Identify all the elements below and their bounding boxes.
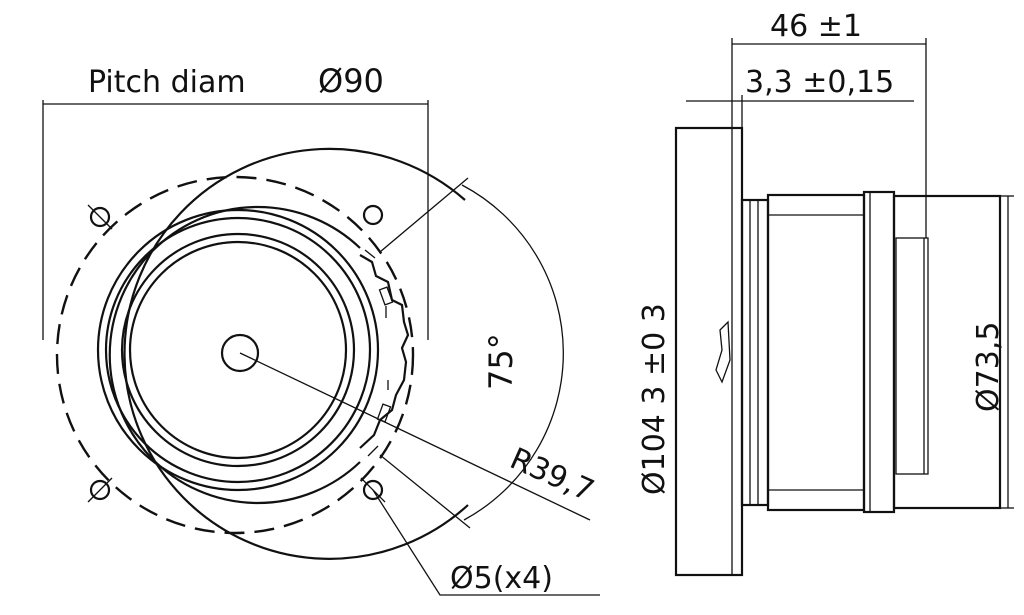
mounting-hole-top-right — [362, 204, 384, 226]
flange-outline — [123, 147, 469, 560]
pitch-circle — [55, 175, 415, 535]
body-diam-label: Ø73,5 — [971, 322, 1006, 412]
body-diam-dimension — [1000, 195, 1014, 509]
side-view: 46 ±1 3,3 ±0,15 Ø104 3 ±0 3 Ø73,5 — [637, 9, 1014, 577]
depth-dimension — [731, 38, 927, 238]
motor-body — [766, 193, 866, 512]
center-cap — [220, 333, 260, 373]
mounting-hole-top-left — [87, 204, 113, 230]
terminal-notch-inner — [364, 249, 379, 457]
cone-inner — [128, 240, 348, 460]
flange-diam-label: Ø104 3 ±0 3 — [637, 303, 672, 495]
thickness-dimension — [686, 95, 914, 200]
radius-leader — [239, 352, 591, 521]
rear-ring — [862, 190, 896, 514]
radius-label: R39,7 — [505, 441, 599, 509]
angle-label: 75° — [482, 333, 520, 390]
terminal-notch — [359, 254, 410, 449]
hole-leader — [372, 489, 600, 596]
terminal-top — [378, 286, 394, 306]
hole-label: Ø5(x4) — [450, 561, 553, 596]
pitch-diam-label: Pitch diam — [88, 65, 246, 100]
side-terminal — [715, 320, 731, 384]
pitch-diam-dimension — [42, 100, 429, 340]
surround-outer — [96, 208, 380, 492]
mounting-hole-bottom-left — [87, 477, 113, 503]
thickness-label: 3,3 ±0,15 — [745, 65, 894, 100]
front-view: Pitch diam Ø90 75° R39,7 Ø5(x4) — [42, 62, 600, 596]
surround-inner — [104, 216, 372, 484]
front-ring — [740, 198, 770, 507]
cone-outer — [120, 232, 356, 468]
pitch-diam-value: Ø90 — [318, 62, 384, 100]
depth-label: 46 ±1 — [770, 9, 862, 44]
rear-magnet — [892, 194, 1002, 510]
recess-outer — [108, 205, 361, 505]
